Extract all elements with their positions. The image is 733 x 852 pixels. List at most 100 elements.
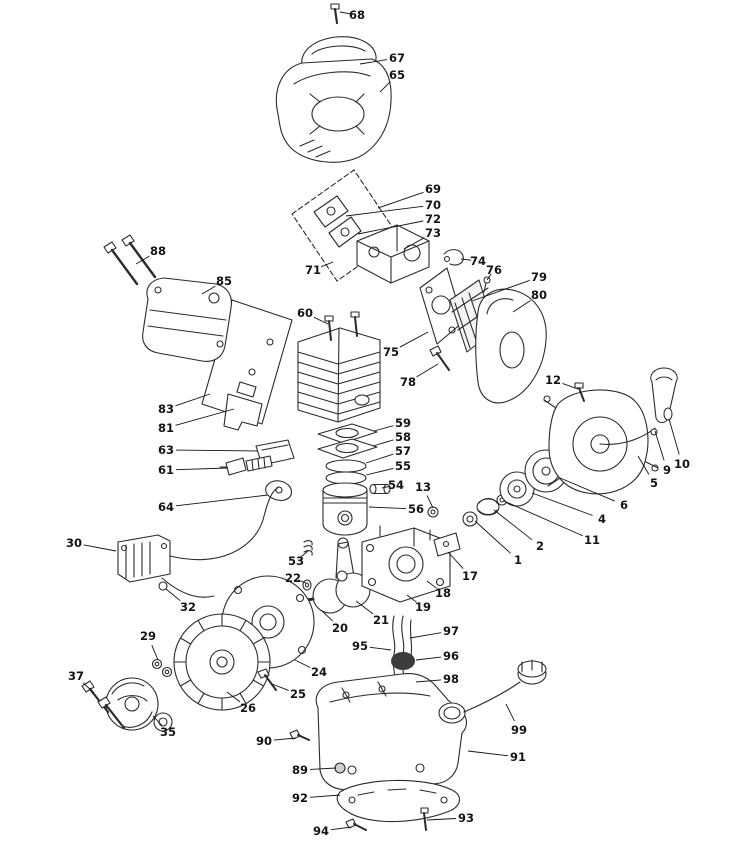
leader-line <box>379 81 391 93</box>
screws-60-graphic <box>324 311 360 341</box>
part-label-1: 1 <box>474 520 522 567</box>
leader-line <box>377 191 424 209</box>
part-label-89: 89 <box>292 763 337 777</box>
part-label-20: 20 <box>320 609 348 635</box>
leader-line <box>201 285 216 295</box>
part-number: 26 <box>240 701 256 715</box>
part-number: 11 <box>584 533 600 547</box>
part-label-12: 12 <box>545 373 579 390</box>
part-number: 88 <box>150 244 166 258</box>
leader-line <box>226 691 241 703</box>
leader-line <box>531 492 593 516</box>
part-number: 22 <box>285 571 301 585</box>
part-label-18: 18 <box>426 580 451 600</box>
leader-line <box>365 467 394 476</box>
leader-line <box>369 646 392 651</box>
part-number: 94 <box>313 824 329 838</box>
part-number: 96 <box>443 649 459 663</box>
part-label-73: 73 <box>403 226 441 250</box>
screws-37-graphic <box>81 680 126 730</box>
part-number: 97 <box>443 624 459 638</box>
part-number: 10 <box>674 457 690 471</box>
cylinder-graphic <box>297 327 381 423</box>
part-number: 37 <box>68 669 84 683</box>
part-number: 75 <box>383 345 399 359</box>
spark-plug-61-graphic <box>219 455 273 476</box>
part-number: 73 <box>425 226 441 240</box>
part-label-54: 54 <box>381 478 404 492</box>
leader-line <box>372 439 394 447</box>
part-number: 92 <box>292 791 308 805</box>
part-label-90: 90 <box>256 734 297 748</box>
starter-handle-9-graphic <box>650 367 678 424</box>
part-label-19: 19 <box>406 594 431 614</box>
washer-13-graphic <box>427 506 439 518</box>
part-label-67: 67 <box>359 51 405 65</box>
part-number: 58 <box>395 430 411 444</box>
part-number: 69 <box>425 182 441 196</box>
wire-grommet-32-graphic <box>158 581 168 591</box>
bracket-81-graphic <box>223 393 263 431</box>
gasket-17-graphic <box>433 532 461 557</box>
part-number: 85 <box>216 274 232 288</box>
leader-line <box>474 520 511 554</box>
part-number: 17 <box>462 569 478 583</box>
leader-line <box>357 220 424 235</box>
grommet-96-graphic <box>391 652 415 670</box>
leader-line <box>399 331 429 348</box>
leader-line <box>359 59 388 65</box>
part-label-32: 32 <box>165 588 196 614</box>
leader-line <box>512 300 531 313</box>
part-number: 61 <box>158 463 174 477</box>
part-label-59: 59 <box>373 416 411 432</box>
leader-line <box>460 258 472 261</box>
leader-line <box>493 509 533 541</box>
leader-line <box>403 237 425 250</box>
leader-line <box>637 455 650 475</box>
part-number: 19 <box>415 600 431 614</box>
leader-line <box>373 425 394 432</box>
muffler-85-graphic <box>142 277 232 362</box>
leader-line <box>151 645 159 661</box>
screws-88-graphic <box>103 234 157 286</box>
leader-line <box>175 494 269 507</box>
leader-line <box>175 393 211 407</box>
leader-line <box>365 453 394 464</box>
part-number: 74 <box>470 254 486 268</box>
screw-68-graphic <box>330 3 340 25</box>
part-number: 90 <box>256 734 272 748</box>
leader-line <box>300 550 309 558</box>
part-number: 65 <box>389 68 405 82</box>
gasket-70-graphic <box>313 195 349 228</box>
part-label-5: 5 <box>637 455 658 490</box>
leader-line <box>271 683 289 691</box>
leader-line <box>406 594 417 603</box>
part-label-10: 10 <box>668 418 690 471</box>
leader-line <box>426 580 437 589</box>
part-label-98: 98 <box>415 672 459 686</box>
leader-line <box>83 544 117 552</box>
part-number: 24 <box>311 665 327 679</box>
part-number: 63 <box>158 443 174 457</box>
leader-line <box>559 477 615 502</box>
leader-line <box>381 485 391 489</box>
part-label-6: 6 <box>559 477 628 512</box>
choke-lever-74-graphic <box>443 249 464 266</box>
part-label-80: 80 <box>512 288 547 313</box>
part-number: 67 <box>389 51 405 65</box>
spacer-72-graphic <box>328 216 362 248</box>
leader-line <box>175 467 229 471</box>
screw-78-graphic <box>429 345 450 371</box>
part-label-68: 68 <box>339 8 365 22</box>
drum-4-graphic <box>499 471 535 507</box>
leader-line <box>415 679 442 683</box>
part-label-24: 24 <box>294 659 327 679</box>
part-label-94: 94 <box>313 824 353 838</box>
part-number: 76 <box>486 263 502 277</box>
part-number: 99 <box>511 723 527 737</box>
part-label-35: 35 <box>152 715 176 739</box>
part-label-60: 60 <box>297 306 329 325</box>
leader-line <box>175 408 235 426</box>
